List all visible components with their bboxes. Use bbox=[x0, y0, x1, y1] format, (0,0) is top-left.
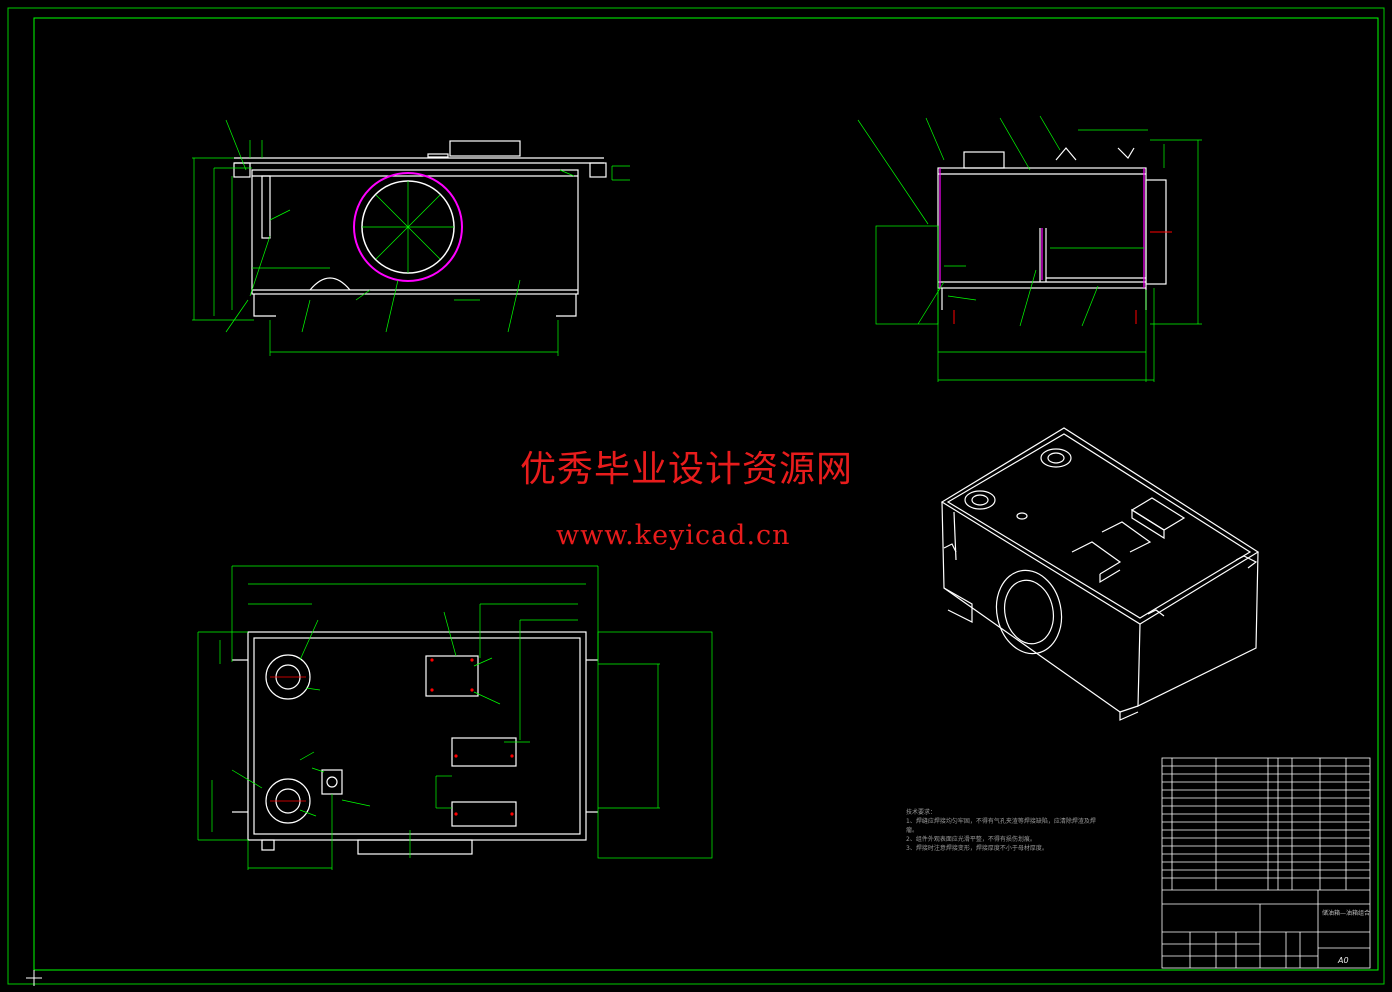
watermark-title: 优秀毕业设计资源网 bbox=[520, 449, 854, 490]
title-block bbox=[1161, 757, 1371, 969]
tech-note-2: 2、组件外观表面应光滑平整，不得有损伤划痕。 bbox=[906, 836, 1036, 843]
front-view bbox=[192, 119, 630, 356]
isometric-view bbox=[940, 427, 1260, 721]
technical-requirements: 技术要求： 1、焊缝应焊接均匀牢固，不得有气孔夹渣等焊接缺陷，应清除焊渣及焊瘤。… bbox=[906, 808, 1096, 853]
title-block-sheet-size: A0 bbox=[1338, 956, 1349, 965]
side-view bbox=[857, 115, 1202, 382]
tech-note-3: 3、焊接时注意焊接变形，焊接厚度不小于母材厚度。 bbox=[906, 845, 1048, 852]
top-view bbox=[197, 565, 713, 870]
tech-note-1: 1、焊缝应焊接均匀牢固，不得有气孔夹渣等焊接缺陷，应清除焊渣及焊瘤。 bbox=[906, 818, 1096, 834]
title-block-drawing-name: 储油箱—油箱组合 bbox=[1322, 910, 1371, 917]
watermark-url: www.keyicad.cn bbox=[556, 520, 791, 551]
corner-mark bbox=[26, 970, 42, 986]
tech-notes-heading: 技术要求： bbox=[906, 809, 937, 816]
drawing-border bbox=[7, 7, 1385, 985]
